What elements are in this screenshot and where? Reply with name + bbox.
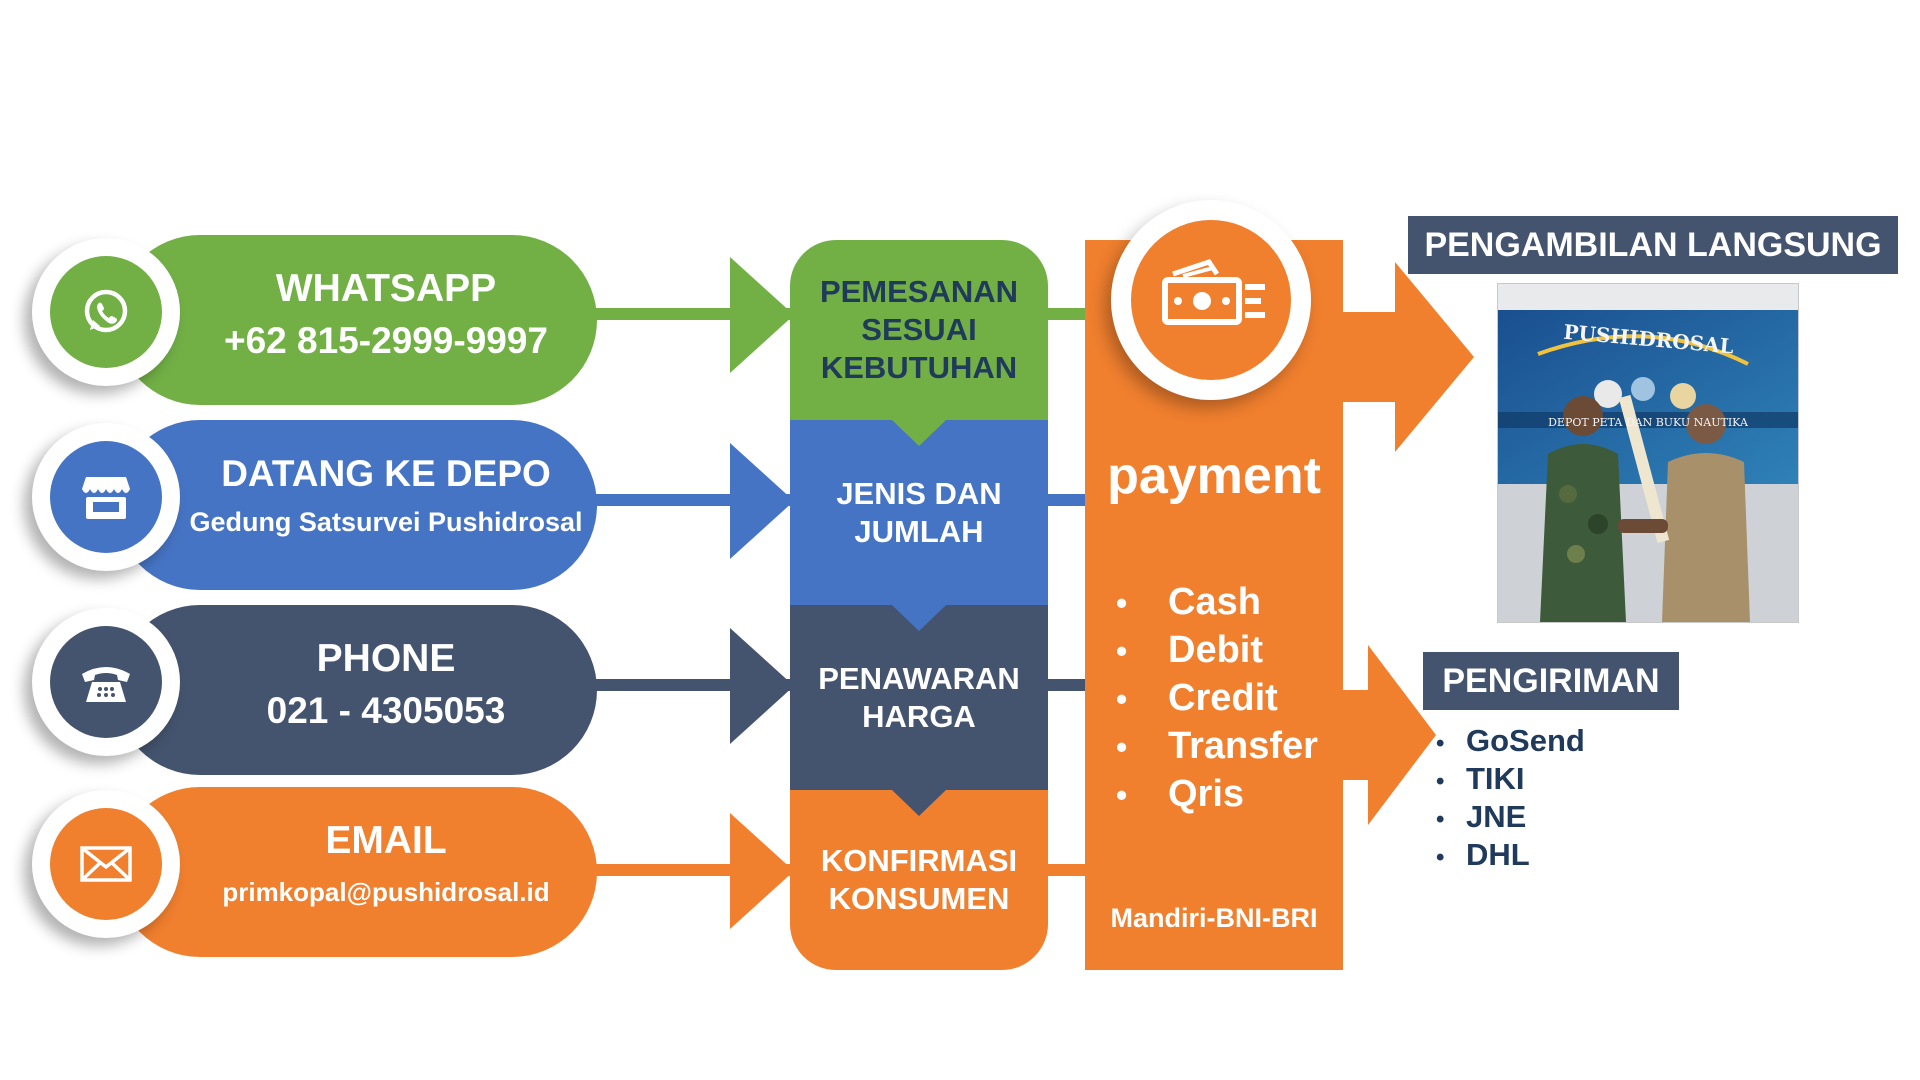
step-type-quantity: JENIS DAN JUMLAH	[790, 420, 1048, 605]
envelope-icon	[80, 846, 132, 882]
contact-email-title: EMAIL	[325, 819, 447, 862]
step-arrow-1	[892, 420, 946, 446]
pickup-photo: PUSHIDROSAL DEPOT PETA DAN BUKU NAUTIKA	[1497, 283, 1799, 623]
payment-banks: Mandiri-BNI-BRI	[1110, 903, 1318, 933]
contact-email-address: primkopal@pushidrosal.id	[222, 877, 550, 907]
contact-phone-title: PHONE	[316, 637, 456, 680]
step-confirmation-label: KONFIRMASI KONSUMEN	[820, 843, 1018, 916]
whatsapp-badge[interactable]	[32, 238, 180, 386]
step-arrow-3	[892, 790, 946, 816]
shipping-title-text: PENGIRIMAN	[1442, 662, 1660, 700]
courier-item: •TIKI	[1436, 761, 1525, 796]
photo-caption-text: DEPOT PETA DAN BUKU NAUTIKA	[1548, 416, 1749, 429]
payment-method: •Transfer	[1116, 725, 1318, 767]
pickup-title: PENGAMBILAN LANGSUNG	[1408, 216, 1898, 274]
arrow-whatsapp	[730, 257, 794, 373]
payment-method: •Qris	[1116, 773, 1245, 815]
telephone-icon	[82, 667, 130, 702]
step-arrow-2	[892, 605, 946, 631]
payment-title: payment	[1107, 447, 1321, 505]
pickup-title-text: PENGAMBILAN LANGSUNG	[1424, 226, 1882, 264]
arrow-phone	[730, 628, 794, 744]
payment-method: •Debit	[1116, 629, 1263, 671]
connector-step2-payment	[1048, 494, 1088, 506]
payment-method: •Cash	[1116, 581, 1261, 623]
courier-label: TIKI	[1466, 761, 1525, 796]
contact-phone[interactable]: PHONE 021 - 4305053	[115, 605, 597, 775]
step-price-offer-label: PENAWARAN HARGA	[818, 660, 1020, 734]
contact-phone-number: 021 - 4305053	[266, 690, 506, 731]
arrow-email	[730, 813, 794, 929]
step-type-quantity-label: JENIS DAN JUMLAH	[836, 475, 1002, 549]
connector-step1-payment	[1048, 308, 1088, 320]
step-confirmation: KONFIRMASI KONSUMEN	[790, 790, 1048, 970]
arrow-to-shipping	[1340, 645, 1436, 825]
contact-whatsapp-title: WHATSAPP	[275, 267, 497, 310]
arrow-depo	[730, 443, 794, 559]
contact-email[interactable]: EMAIL primkopal@pushidrosal.id	[115, 787, 597, 957]
pickup-photo-illustration: PUSHIDROSAL DEPOT PETA DAN BUKU NAUTIKA	[1498, 284, 1798, 622]
payment-method-label: Transfer	[1168, 725, 1318, 767]
payment-method-label: Credit	[1168, 677, 1278, 719]
shipping-title: PENGIRIMAN	[1423, 652, 1679, 710]
arrow-to-pickup	[1340, 262, 1474, 452]
courier-item: •GoSend	[1436, 723, 1585, 758]
shipping-couriers: •GoSend •TIKI •JNE •DHL	[1436, 722, 1585, 874]
contact-whatsapp[interactable]: WHATSAPP +62 815-2999-9997	[115, 235, 597, 405]
payment-badge[interactable]	[1111, 200, 1311, 400]
telephone-badge[interactable]	[32, 608, 180, 756]
courier-item: •JNE	[1436, 799, 1527, 834]
courier-label: DHL	[1466, 837, 1530, 872]
whatsapp-icon	[84, 289, 128, 333]
contact-whatsapp-number: +62 815-2999-9997	[223, 320, 549, 361]
courier-label: GoSend	[1466, 723, 1585, 758]
payment-method-label: Debit	[1168, 629, 1263, 671]
envelope-badge[interactable]	[32, 790, 180, 938]
courier-label: JNE	[1466, 799, 1527, 834]
steps-column-bg	[790, 240, 1048, 970]
step-order-label: PEMESANAN SESUAI KEBUTUHAN	[819, 274, 1019, 385]
money-icon	[1162, 259, 1265, 325]
payment-method-label: Cash	[1168, 581, 1261, 623]
connector-step4-payment	[1048, 864, 1088, 876]
contact-depo-address: Gedung Satsurvei Pushidrosal	[189, 507, 583, 537]
contact-depo-title: DATANG KE DEPO	[221, 453, 551, 494]
step-price-offer: PENAWARAN HARGA	[790, 605, 1048, 790]
store-icon	[82, 477, 130, 519]
courier-item: •DHL	[1436, 837, 1530, 872]
payment-method: •Credit	[1116, 677, 1278, 719]
payment-methods: •Cash •Debit •Credit •Transfer •Qris	[1116, 578, 1318, 818]
payment-method-label: Qris	[1168, 773, 1245, 815]
step-order: PEMESANAN SESUAI KEBUTUHAN	[790, 240, 1048, 420]
contact-depo[interactable]: DATANG KE DEPO Gedung Satsurvei Pushidro…	[115, 420, 597, 590]
connector-step3-payment	[1048, 679, 1088, 691]
store-badge[interactable]	[32, 423, 180, 571]
